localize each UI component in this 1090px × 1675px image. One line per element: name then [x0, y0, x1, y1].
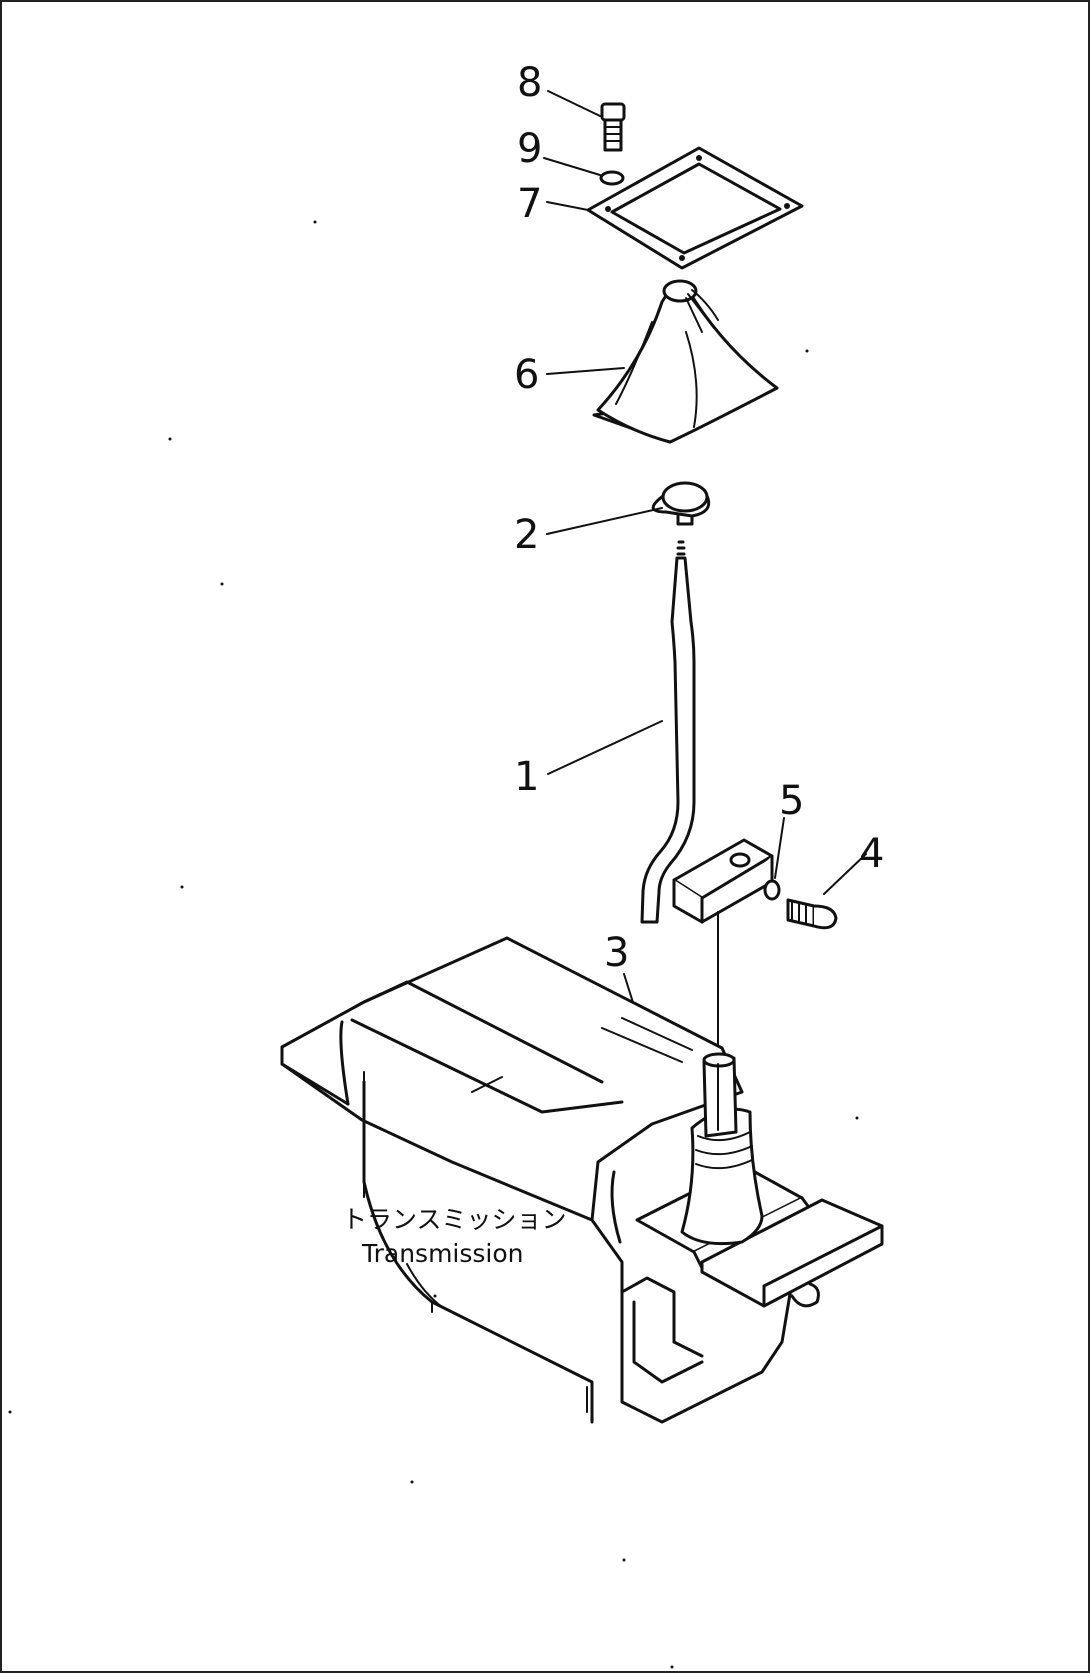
callout-3: 3 — [604, 930, 629, 976]
cover-plate-part-7 — [586, 146, 804, 270]
knob-part-2 — [651, 481, 711, 526]
shift-tower — [680, 1052, 764, 1246]
leader-line-7 — [546, 201, 589, 211]
leader-line-9 — [543, 157, 601, 176]
callout-2: 2 — [514, 512, 539, 558]
leader-line-4 — [823, 853, 867, 895]
caption-leader-line-lower — [406, 1263, 443, 1308]
transmission-housing — [280, 936, 884, 1424]
washer-part-9 — [599, 170, 625, 186]
scan-specks — [8, 220, 859, 1669]
bolt-part-8 — [600, 102, 626, 152]
callout-4: 4 — [859, 831, 884, 877]
callout-9: 9 — [517, 126, 542, 172]
leader-line-8 — [547, 90, 601, 117]
leader-line-2 — [546, 507, 663, 535]
washer-part-5 — [763, 879, 781, 901]
callout-7: 7 — [517, 181, 542, 227]
caption-japanese: トランスミッション — [342, 1205, 567, 1234]
callout-8: 8 — [517, 60, 542, 106]
callout-6: 6 — [514, 352, 539, 398]
callout-5: 5 — [779, 778, 804, 824]
leader-line-1 — [547, 720, 663, 775]
lever-part-1 — [640, 540, 774, 924]
callout-1: 1 — [514, 754, 539, 800]
leader-line-5 — [774, 817, 785, 879]
bolt-part-4 — [786, 898, 838, 930]
leader-line-6 — [546, 367, 625, 375]
boot-part-6 — [592, 279, 779, 444]
caption-english: Transmission — [361, 1239, 524, 1268]
